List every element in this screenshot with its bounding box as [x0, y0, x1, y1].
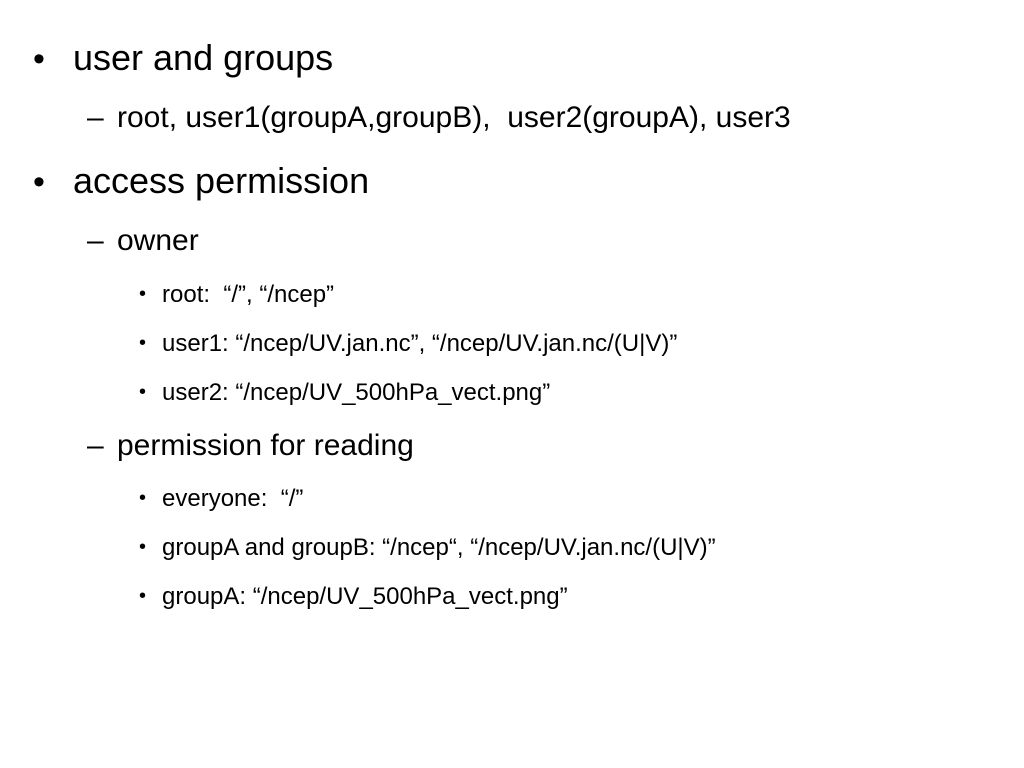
bullet-marker: •: [139, 381, 147, 403]
bullet-marker: •: [139, 487, 147, 509]
bullet-text: root, user1(groupA,groupB), user2(groupA…: [117, 101, 791, 134]
bullet-text: everyone: “/”: [162, 485, 304, 512]
bullet-marker: •: [139, 283, 147, 305]
bullet-text: access permission: [73, 160, 370, 201]
dash-marker: –: [87, 224, 104, 257]
bullet-marker: •: [33, 163, 45, 201]
bullet-text: user1: “/ncep/UV.jan.nc”, “/ncep/UV.jan.…: [162, 330, 678, 357]
bullet-text: groupA and groupB: “/ncep“, “/ncep/UV.ja…: [162, 534, 716, 561]
dash-marker: –: [87, 429, 104, 462]
bullet-marker: •: [139, 332, 147, 354]
bullet-text: groupA: “/ncep/UV_500hPa_vect.png”: [162, 583, 568, 610]
bullet-text: permission for reading: [117, 429, 414, 462]
dash-marker: –: [87, 101, 104, 134]
bullet-text: owner: [117, 224, 199, 257]
bullet-text: root: “/”, “/ncep”: [162, 281, 335, 308]
bullet-marker: •: [33, 40, 45, 78]
bullet-text: user and groups: [73, 37, 334, 78]
bullet-marker: •: [139, 536, 147, 558]
bullet-marker: •: [139, 585, 147, 607]
bullet-text: user2: “/ncep/UV_500hPa_vect.png”: [162, 379, 551, 406]
